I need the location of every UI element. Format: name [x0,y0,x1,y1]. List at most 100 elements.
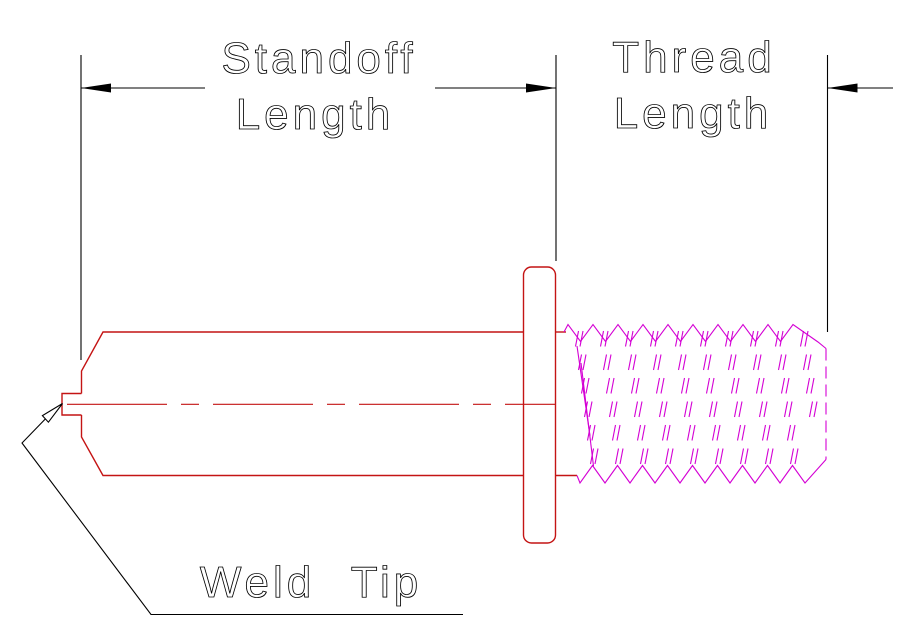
thread-flank-tick [588,401,593,418]
thread-flank-tick [799,330,805,347]
thread-flank-tick [755,377,761,394]
body-lower-profile [80,415,524,477]
body-upper-profile [80,331,524,394]
thread-flank-tick [580,377,586,394]
thread-label-line1: Thread [612,33,775,82]
thread-flank-tick [627,354,633,371]
thread-flank-tick [764,448,770,465]
thread-flank-tick [779,330,784,347]
thread-flank-tick [736,424,742,441]
thread-flank-tick [616,424,621,441]
thread-flank-tick [599,330,605,347]
thread-flank-tick [657,354,662,371]
thread-flank-tick [802,354,808,371]
thread-flank-tick [752,354,758,371]
thread-flank-tick [679,330,684,347]
thread-flank-tick [602,354,608,371]
arrowhead-left-icon [827,83,858,93]
thread-flank-tick [724,330,730,347]
thread-flank-tick [579,330,584,347]
stud-body-outline [61,266,577,544]
standoff-dimension: Standoff Length [80,34,557,360]
thread-flank-tick [708,401,714,418]
thread-profile [563,323,827,485]
thread-flank-tick [758,401,764,418]
thread-flank-tick [710,377,715,394]
thread-flank-marks [574,330,818,465]
thread-flank-tick [652,354,658,371]
thread-flank-tick [666,424,671,441]
thread-flank-tick [660,377,665,394]
thread-label-line2: Length [614,89,773,138]
thread-flank-tick [719,448,724,465]
thread-flank-tick [782,354,787,371]
thread-flank-tick [729,330,734,347]
thread-flank-tick [638,401,643,418]
thread-flank-tick [608,401,614,418]
thread-flank-tick [780,377,786,394]
thread-flank-tick [783,401,789,418]
thread-flank-tick [649,330,655,347]
thread-flank-tick [704,330,709,347]
thread-flank-tick [810,377,815,394]
thread-flank-tick [716,424,721,441]
thread-flank-tick [760,377,765,394]
thread-crest-bottom [576,459,827,485]
thread-flank-tick [739,448,745,465]
thread-flank-tick [805,377,811,394]
thread-flank-tick [589,448,595,465]
thread-flank-tick [639,448,645,465]
thread-flank-tick [711,424,717,441]
thread-flank-tick [763,401,768,418]
thread-dimension: Thread Length [612,33,893,332]
thread-flank-tick [644,448,649,465]
thread-flank-tick [655,377,661,394]
arrowhead-left-icon [81,83,111,93]
standoff-label-line1: Standoff [221,34,416,83]
thread-flank-tick [591,424,596,441]
thread-flank-tick [786,424,792,441]
thread-flank-tick [686,424,692,441]
thread-flank-tick [735,377,740,394]
thread-flank-tick [688,401,693,418]
thread-flank-tick [744,448,749,465]
thread-flank-tick [785,377,790,394]
thread-flank-tick [804,330,809,347]
thread-flank-tick [699,330,705,347]
thread-flank-tick [732,354,737,371]
thread-flank-tick [585,377,590,394]
thread-flank-tick [702,354,708,371]
arrowhead-right-icon [526,83,556,93]
thread-crest-top [563,323,827,349]
thread-flank-tick [629,330,634,347]
standoff-label-line2: Length [236,90,395,139]
leader-line [21,418,463,616]
leader-arrowhead-icon [41,403,63,424]
thread-flank-tick [619,448,624,465]
thread-flank-tick [641,424,646,441]
thread-flank-tick [689,448,695,465]
thread-flank-tick [807,354,812,371]
thread-flank-tick [632,354,637,371]
thread-flank-tick [808,401,814,418]
thread-flank-tick [738,401,743,418]
thread-flank-tick [574,330,580,347]
thread-flank-tick [661,424,667,441]
thread-flank-tick [794,448,799,465]
thread-flank-tick [694,448,699,465]
thread-flank-tick [636,424,642,441]
thread-flank-tick [624,330,630,347]
weld-tip-callout: Weld Tip [21,403,463,616]
thread-flank-tick [741,424,746,441]
thread-flank-tick [777,354,783,371]
thread-runin-2 [580,362,595,467]
thread-flank-tick [730,377,736,394]
thread-flank-tick [630,377,636,394]
thread-flank-tick [604,330,609,347]
thread-flank-tick [749,330,755,347]
thread-flank-tick [633,401,639,418]
thread-flank-tick [677,354,683,371]
thread-flank-tick [791,424,796,441]
thread-flank-tick [774,330,780,347]
